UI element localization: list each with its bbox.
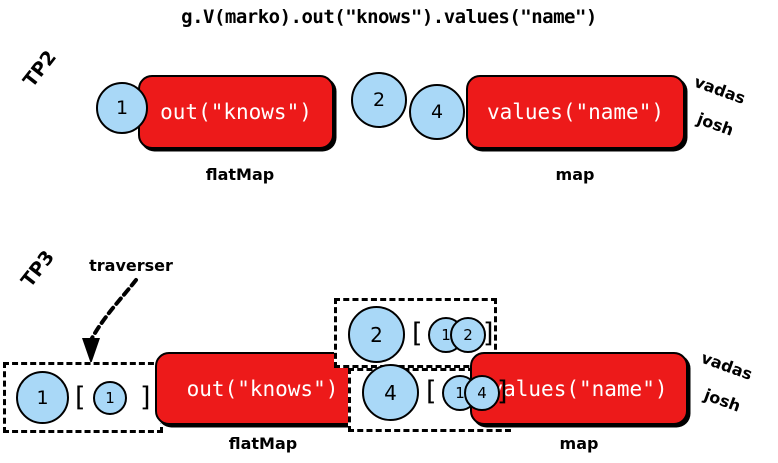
- tp3-result-vadas: vadas: [698, 347, 755, 384]
- tp3-traverser-1-object-value: 1: [36, 386, 49, 409]
- tp2-object-1: 1: [96, 82, 148, 134]
- traverser-annotation-label: traverser: [89, 256, 173, 275]
- tp3-version-label: TP3: [16, 246, 60, 292]
- tp3-traverser-2-path-2-value: 2: [463, 326, 473, 344]
- tp3-traverser-4-path-1-value: 1: [455, 384, 465, 402]
- tp3-result-josh: josh: [701, 384, 744, 416]
- tp2-map-caption: map: [555, 165, 595, 184]
- tp3-traverser-4-object: 4: [362, 364, 419, 421]
- tp3-traverser-4-path-2: 4: [464, 375, 500, 411]
- page-title: g.V(marko).out("knows").values("name"): [181, 6, 597, 28]
- tp2-version-label: TP2: [18, 46, 62, 92]
- tp3-map-caption: map: [559, 434, 599, 453]
- tp3-traverser-2-path-2: 2: [450, 317, 486, 353]
- tp2-flatmap-caption: flatMap: [205, 165, 275, 184]
- tp3-traverser-2-object-value: 2: [370, 322, 383, 347]
- tp3-traverser-1-object: 1: [16, 371, 69, 424]
- tp3-flatmap-caption: flatMap: [228, 434, 298, 453]
- tp2-object-1-value: 1: [115, 97, 129, 119]
- tp3-traverser-2-object: 2: [348, 306, 405, 363]
- tp2-result-josh: josh: [694, 108, 737, 140]
- tp3-traverser-4-path-2-value: 4: [477, 384, 487, 402]
- tp2-object-2-value: 2: [372, 89, 386, 111]
- tp2-object-2: 2: [351, 72, 407, 128]
- tp3-traverser-4-bracket-close: ]: [497, 376, 508, 407]
- tp2-out-knows-step[interactable]: out("knows"): [138, 75, 334, 149]
- tp3-values-name-step[interactable]: values("name"): [470, 352, 688, 425]
- tp2-values-name-step-text: values("name"): [486, 100, 664, 124]
- tp3-traverser-1-bracket-close: ]: [140, 382, 151, 413]
- tp3-out-knows-step-text: out("knows"): [186, 376, 339, 401]
- tp2-object-4: 4: [409, 84, 465, 140]
- tp3-traverser-1-path-1: 1: [93, 381, 127, 415]
- tp2-result-vadas: vadas: [691, 71, 748, 108]
- tp3-traverser-4-object-value: 4: [384, 380, 397, 405]
- tp3-traverser-1-path-1-value: 1: [105, 389, 115, 407]
- tp3-traverser-2-bracket-open: [: [412, 318, 423, 349]
- tp3-traverser-2-path-1-value: 1: [441, 326, 451, 344]
- tp2-values-name-step[interactable]: values("name"): [466, 75, 685, 149]
- tp2-object-4-value: 4: [430, 101, 444, 123]
- tp3-traverser-1-bracket-open: [: [75, 382, 86, 413]
- tp2-out-knows-step-text: out("knows"): [160, 100, 312, 124]
- tp3-values-name-step-text: values("name"): [490, 376, 668, 401]
- tp3-traverser-4-bracket-open: [: [426, 376, 437, 407]
- traverser-pointer-arrow: [82, 278, 138, 364]
- tp3-traverser-2-bracket-close: ]: [483, 318, 494, 349]
